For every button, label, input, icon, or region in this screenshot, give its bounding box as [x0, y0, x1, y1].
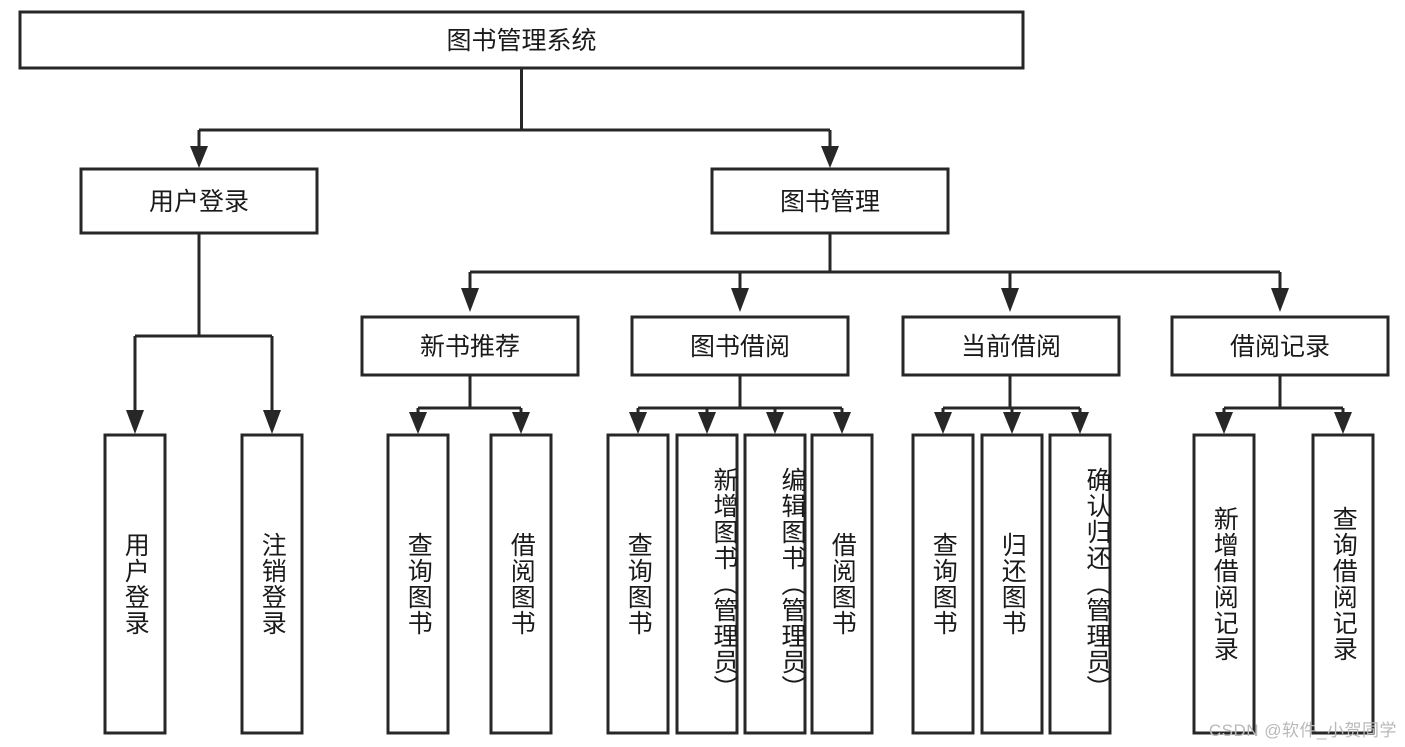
arrow-head-icon — [1003, 412, 1021, 434]
leaf-box-leaf-query-book-3[interactable] — [911, 433, 975, 735]
leaf-box-leaf-borrow-book-2[interactable] — [810, 433, 874, 735]
node-borrow-record[interactable]: 借阅记录 — [1170, 315, 1390, 377]
node-book-manage[interactable]: 图书管理 — [710, 167, 950, 235]
leaf-box-leaf-add-book[interactable] — [675, 433, 739, 735]
watermark-text: CSDN @软件_小贺同学 — [1208, 721, 1397, 740]
connector-root-to-level2 — [190, 68, 839, 168]
leaf-box-leaf-borrow-book-1[interactable] — [489, 433, 553, 735]
connector-newbook-to-leaves — [409, 375, 530, 434]
node-new-book-recommend[interactable]: 新书推荐 — [360, 315, 580, 377]
connector-userlogin-to-leaves — [126, 233, 281, 434]
arrow-head-icon — [1334, 412, 1352, 434]
leaf-box-leaf-query-book-2[interactable] — [606, 433, 670, 735]
leaf-box-leaf-return-book[interactable] — [980, 433, 1044, 735]
arrow-head-icon — [1071, 412, 1089, 434]
connector-bookmanage-to-level3 — [461, 233, 1289, 312]
arrow-head-icon — [934, 412, 952, 434]
connector-borrowrecord-to-leaves — [1215, 375, 1352, 434]
arrow-head-icon — [766, 412, 784, 434]
node-root[interactable]: 图书管理系统 — [18, 10, 1025, 70]
arrow-head-icon — [1271, 288, 1289, 312]
node-current-borrow[interactable]: 当前借阅 — [901, 315, 1121, 377]
connector-bookborrow-to-leaves — [629, 375, 851, 434]
arrow-head-icon — [731, 288, 749, 312]
node-book-manage-label: 图书管理 — [780, 188, 880, 216]
node-book-borrow-label: 图书借阅 — [690, 333, 790, 361]
leaf-box-leaf-query-book-1[interactable] — [386, 433, 450, 735]
arrow-head-icon — [698, 412, 716, 434]
leaf-box-leaf-user-logout[interactable] — [240, 433, 304, 735]
arrow-head-icon — [409, 412, 427, 434]
arrow-head-icon — [263, 410, 281, 434]
arrow-head-icon — [833, 412, 851, 434]
leaf-box-leaf-edit-book[interactable] — [743, 433, 807, 735]
node-new-book-recommend-label: 新书推荐 — [420, 333, 520, 361]
connector-currentborrow-to-leaves — [934, 375, 1089, 434]
arrow-head-icon — [629, 412, 647, 434]
arrow-head-icon — [1215, 412, 1233, 434]
arrow-head-icon — [126, 410, 144, 434]
leaf-box-leaf-add-record[interactable] — [1192, 433, 1256, 735]
arrow-head-icon — [190, 146, 208, 168]
node-borrow-record-label: 借阅记录 — [1230, 333, 1330, 361]
node-user-login-label: 用户登录 — [149, 188, 249, 216]
node-book-borrow[interactable]: 图书借阅 — [630, 315, 850, 377]
node-current-borrow-label: 当前借阅 — [961, 333, 1061, 361]
leaf-box-leaf-confirm-return[interactable] — [1048, 433, 1112, 735]
node-user-login[interactable]: 用户登录 — [79, 167, 319, 235]
node-root-label: 图书管理系统 — [446, 27, 596, 55]
arrow-head-icon — [821, 146, 839, 168]
leaf-box-leaf-user-login[interactable] — [103, 433, 167, 735]
arrow-head-icon — [1001, 288, 1019, 312]
leaf-box-leaf-query-record[interactable] — [1311, 433, 1375, 735]
arrow-head-icon — [461, 288, 479, 312]
arrow-head-icon — [512, 412, 530, 434]
